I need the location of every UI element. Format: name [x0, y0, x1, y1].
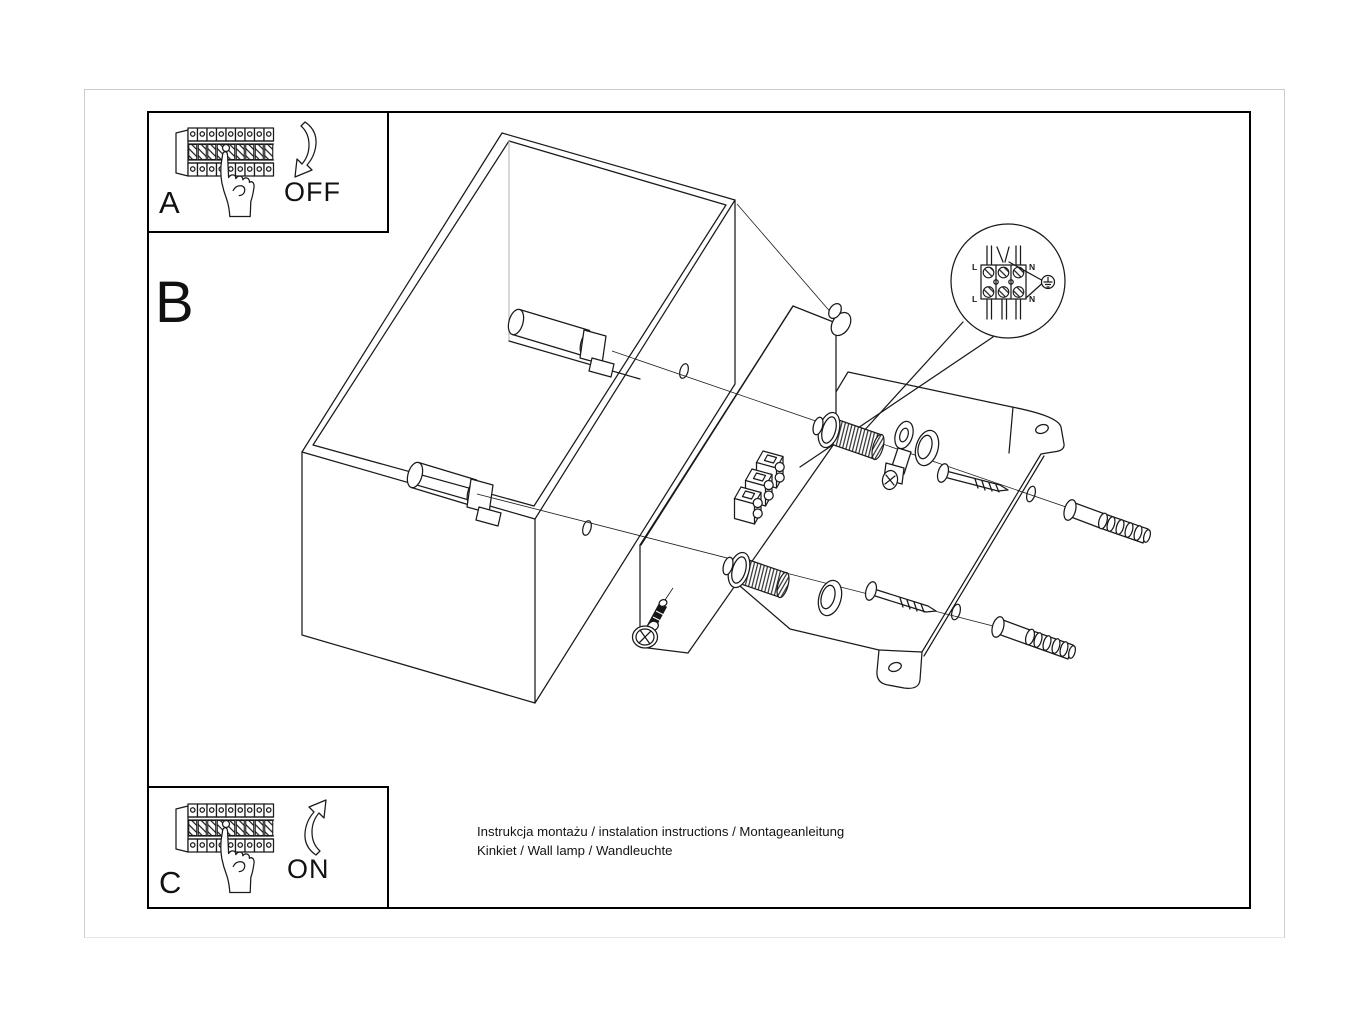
step-label-a: A: [159, 185, 180, 220]
wires: [986, 245, 1022, 320]
wall-anchor-lower: [991, 616, 1077, 660]
bulb-tube-lower: [406, 461, 502, 527]
cable-grommet: [828, 302, 852, 337]
section-b-frame: [147, 111, 1251, 909]
on-label: ON: [287, 854, 330, 884]
panel-c-power-on: C ON: [147, 786, 389, 909]
wiring-detail-circle: L N L N: [950, 223, 1066, 339]
step-label-b: B: [155, 270, 194, 335]
caption: Instrukcja montażu / instalation instruc…: [477, 822, 844, 860]
lamp-socket-lower: [722, 551, 790, 599]
plate-screw-hole-lower: [950, 603, 962, 621]
terminal-strip-front: [980, 264, 1027, 300]
plate-screw-hole-upper: [1025, 485, 1037, 503]
lamp-housing: [301, 132, 736, 704]
terminal-label-n-bottom: N: [1029, 294, 1035, 304]
plate-tab-hole-top: [1035, 423, 1049, 435]
oval-nut-upper: [914, 429, 940, 467]
pointing-hand-icon: [220, 827, 255, 894]
step-label-c: C: [159, 865, 182, 900]
pointing-hand-icon: [220, 151, 255, 218]
ring-terminal-lug: [881, 420, 914, 491]
terminal-block: [733, 450, 785, 525]
caption-line-2: Kinkiet / Wall lamp / Wandleuchte: [477, 843, 673, 858]
plate-tab-hole-bottom: [888, 661, 902, 673]
off-label: OFF: [284, 177, 341, 207]
panel-fixing-screw: [631, 599, 668, 649]
arrow-down-icon: [294, 121, 317, 178]
terminal-label-n-top: N: [1029, 262, 1035, 272]
terminal-label-l-top: L: [972, 262, 977, 272]
mounting-screw-lower: [864, 581, 937, 613]
earth-icon: [1040, 274, 1056, 290]
oval-nut-lower: [817, 579, 843, 617]
panel-a-power-off: A OFF: [147, 111, 389, 233]
wall-anchor-upper: [1063, 499, 1152, 544]
lamp-socket-upper: [812, 411, 885, 461]
caption-line-1: Instrukcja montażu / instalation instruc…: [477, 824, 845, 839]
terminal-label-l-bottom: L: [972, 294, 977, 304]
mounting-screw-upper: [936, 463, 1009, 493]
bulb-tube-upper: [507, 308, 615, 378]
arrow-up-icon: [304, 799, 327, 856]
leader-lines: [799, 321, 994, 468]
